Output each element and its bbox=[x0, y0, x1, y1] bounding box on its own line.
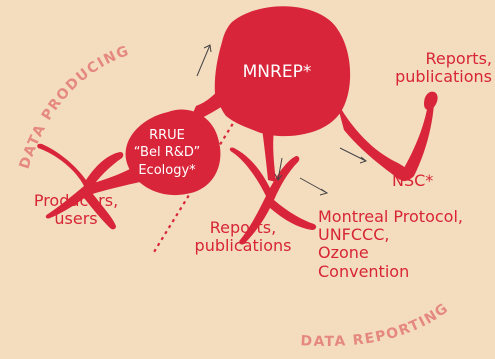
reports-mid-label-line1: Reports, bbox=[210, 218, 276, 237]
mnrep-label: MNREP* bbox=[243, 62, 312, 82]
data-producing-arc-label: DATA PRODUCING bbox=[17, 43, 132, 171]
rrue-label-line2: “Bel R&D” bbox=[134, 145, 201, 160]
conventions-label-line1: Montreal Protocol, bbox=[318, 207, 463, 226]
producers-node bbox=[37, 143, 124, 230]
rrue-blob bbox=[125, 109, 221, 196]
blob-network bbox=[37, 6, 438, 245]
flow-arrows bbox=[196, 44, 368, 196]
arrow-down-to-reports bbox=[274, 157, 283, 181]
reports-mid-label-line2: publications bbox=[195, 236, 292, 255]
mnrep-to-nsc-link bbox=[336, 100, 408, 180]
producers-label-line1: Producers, bbox=[34, 191, 118, 210]
nsc-label: NSC* bbox=[392, 171, 433, 190]
rrue-label-line3: Ecology* bbox=[138, 163, 196, 178]
rrue-to-producers-link bbox=[84, 168, 140, 196]
conventions-label-line3: Ozone bbox=[318, 243, 369, 262]
data-reporting-arc-label: DATA REPORTING bbox=[300, 300, 452, 350]
arrow-to-nsc bbox=[339, 147, 368, 164]
center-junction-node bbox=[229, 147, 317, 245]
nsc-top-lobe bbox=[424, 91, 438, 110]
reports-top-label-line2: publications bbox=[395, 67, 492, 86]
arrow-up-to-mnrep bbox=[196, 44, 212, 77]
reports-top-label-line1: Reports, bbox=[426, 49, 492, 68]
rrue-label-line1: RRUE bbox=[149, 128, 185, 143]
junction-to-mnrep-link bbox=[262, 128, 276, 182]
mnrep-blob bbox=[214, 6, 351, 137]
producers-label-line2: users bbox=[54, 209, 97, 228]
conventions-label-line2: UNFCCC, bbox=[318, 225, 389, 244]
arrow-to-conventions bbox=[299, 177, 329, 196]
nsc-node bbox=[399, 99, 434, 182]
conventions-label-line4: Convention bbox=[318, 262, 409, 281]
